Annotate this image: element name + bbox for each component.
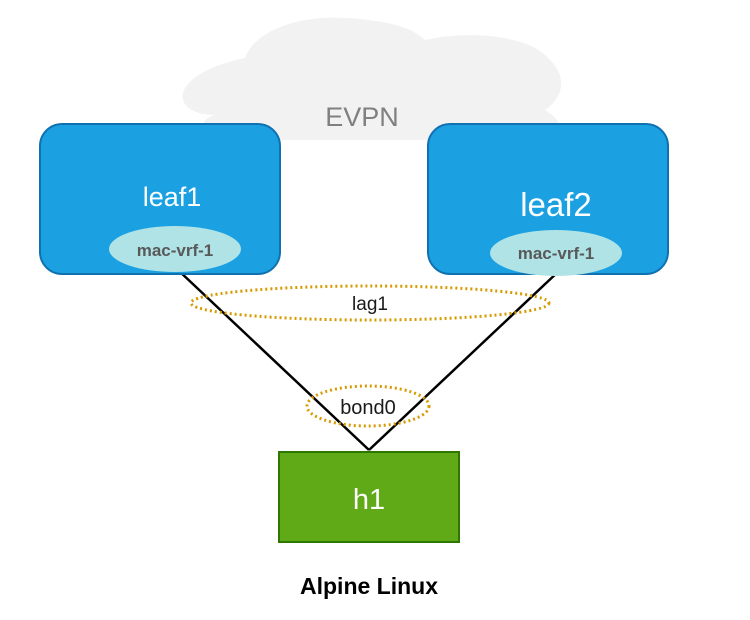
lag-ellipse: [189, 284, 551, 322]
lag-bundle: lag1: [189, 284, 551, 322]
link-leaf2-h1: [368, 269, 561, 451]
lag-label: lag1: [352, 294, 388, 315]
leaf1-vrf-badge: [109, 226, 241, 272]
leaf1-node[interactable]: leaf1 mac-vrf-1: [39, 123, 281, 275]
leaf1-vrf-label: mac-vrf-1: [137, 241, 214, 260]
h1-node[interactable]: h1: [278, 451, 460, 543]
cloud-icon: [182, 17, 562, 140]
host-os-label: Alpine Linux: [300, 573, 438, 599]
links: [177, 269, 561, 451]
h1-label: h1: [353, 484, 385, 516]
cloud-label: EVPN: [325, 102, 399, 132]
leaf2-vrf-badge: [490, 230, 622, 276]
link-leaf1-h1: [177, 269, 370, 451]
bond-label: bond0: [340, 397, 396, 419]
h1-box[interactable]: [278, 451, 460, 543]
leaf2-node[interactable]: leaf2 mac-vrf-1: [427, 123, 669, 276]
evpn-cloud: EVPN: [182, 17, 562, 140]
leaf1-label: leaf1: [143, 182, 202, 212]
bond-bundle: bond0: [305, 384, 431, 428]
bond-ellipse: [305, 384, 431, 428]
leaf2-vrf-label: mac-vrf-1: [518, 244, 595, 263]
leaf2-label: leaf2: [520, 186, 592, 223]
